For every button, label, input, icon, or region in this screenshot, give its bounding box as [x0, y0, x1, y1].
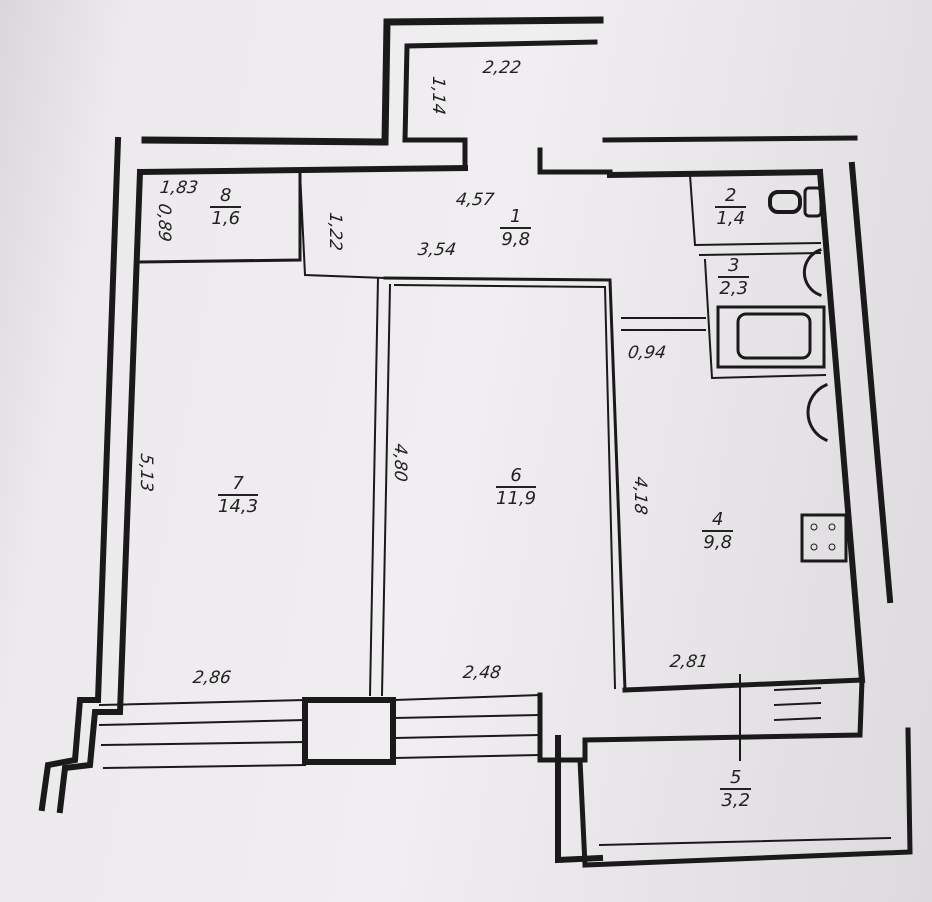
dim-vestibule-depth: 1,14 [428, 75, 448, 116]
dim-bath-corridor: 0,94 [626, 343, 668, 363]
dim-room7-depth: 5,13 [136, 452, 156, 493]
dim-closet-depth: 0,89 [154, 202, 174, 243]
dim-closet-width: 1,83 [158, 178, 200, 198]
dim-kitchen-width: 2,81 [668, 652, 710, 672]
dim-hall-length: 4,57 [454, 190, 496, 210]
dim-hall-depth: 1,22 [325, 211, 345, 252]
dim-kitchen-depth: 4,18 [630, 475, 650, 516]
dim-vestibule-width: 2,22 [481, 58, 523, 78]
dim-room7-width: 2,86 [191, 668, 233, 688]
dim-hall-inner: 3,54 [416, 240, 458, 260]
dim-room6-depth: 4,80 [390, 442, 410, 483]
dim-room6-width: 2,48 [461, 663, 503, 683]
